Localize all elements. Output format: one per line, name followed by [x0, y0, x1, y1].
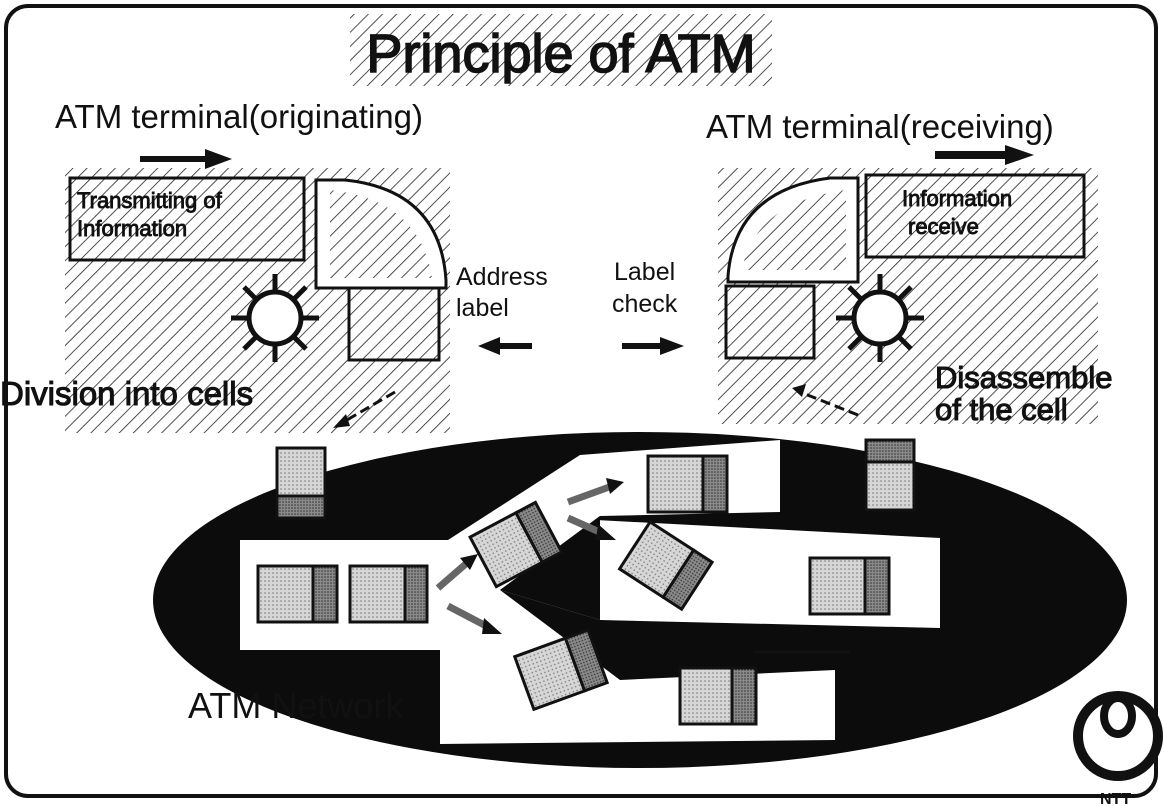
- label-check-line1: Label: [614, 258, 675, 286]
- arrow-left-icon: [478, 337, 532, 355]
- arrow-up-right-icon: [566, 482, 614, 506]
- atm-cell: [646, 454, 729, 514]
- atm-cell: [275, 446, 327, 520]
- information-receive-line1: Information: [902, 186, 1012, 211]
- logo-text: NTT: [1100, 791, 1131, 806]
- address-label-line2: label: [456, 294, 509, 322]
- atm-cell: [256, 564, 339, 624]
- cell-icon: [347, 286, 441, 362]
- transmitting-info-box: [68, 176, 306, 262]
- cell-icon: [724, 284, 816, 360]
- ntt-logo-icon: NTT: [1073, 691, 1163, 806]
- atm-cell: [678, 666, 758, 726]
- atm-cell: [468, 500, 564, 589]
- information-receive-box: [864, 173, 1086, 259]
- arrow-head: [333, 414, 350, 428]
- network-divider: [500, 516, 600, 620]
- atm-cell: [348, 564, 429, 624]
- gear-icon: [836, 274, 924, 362]
- receiving-terminal: Information receive Disassemble of the c…: [718, 145, 1113, 428]
- disassemble-line2: of the cell: [935, 392, 1068, 427]
- atm-cell: [512, 628, 610, 712]
- arrow-head: [606, 478, 624, 494]
- information-receive-line2: receive: [908, 214, 979, 239]
- page-title: Principle of ATM: [366, 24, 755, 84]
- disassemble-line1: Disassemble: [935, 360, 1112, 395]
- arrow-head: [596, 524, 616, 540]
- transmitting-info-line1: Transmitting of: [77, 188, 223, 213]
- arrow-right-icon: [935, 145, 1034, 165]
- label-check-line2: check: [612, 290, 678, 318]
- arrow-right-icon: [622, 337, 684, 355]
- gear-icon: [231, 274, 319, 362]
- originating-terminal: Transmitting of Information Division int…: [0, 149, 450, 433]
- atm-cell: [864, 438, 916, 512]
- arrow-right-icon: [140, 149, 232, 169]
- transmitting-info-line2: Information: [77, 216, 187, 241]
- division-into-cells-label: Division into cells: [0, 375, 253, 412]
- title-background: [350, 14, 772, 86]
- arrow-down-left-icon: [339, 390, 396, 426]
- address-label-line1: Address: [456, 263, 548, 291]
- arrow-up-left-icon: [799, 390, 859, 417]
- arrow-down-right-icon: [446, 602, 492, 632]
- atm-network: ATM Network: [153, 432, 1127, 768]
- arrow-up-right-icon: [435, 559, 471, 591]
- arrow-head: [482, 618, 502, 634]
- arrow-head: [460, 554, 478, 570]
- atm-network-label: ATM Network: [188, 685, 404, 726]
- atm-cell: [808, 556, 891, 616]
- arrow-head: [792, 384, 806, 397]
- atm-cell: [617, 519, 715, 612]
- receiving-terminal-heading: ATM terminal(receiving): [706, 108, 1054, 145]
- bend-pipe-inner: [742, 190, 846, 270]
- originating-terminal-heading: ATM terminal(originating): [55, 98, 423, 135]
- bend-pipe-inner: [330, 190, 432, 278]
